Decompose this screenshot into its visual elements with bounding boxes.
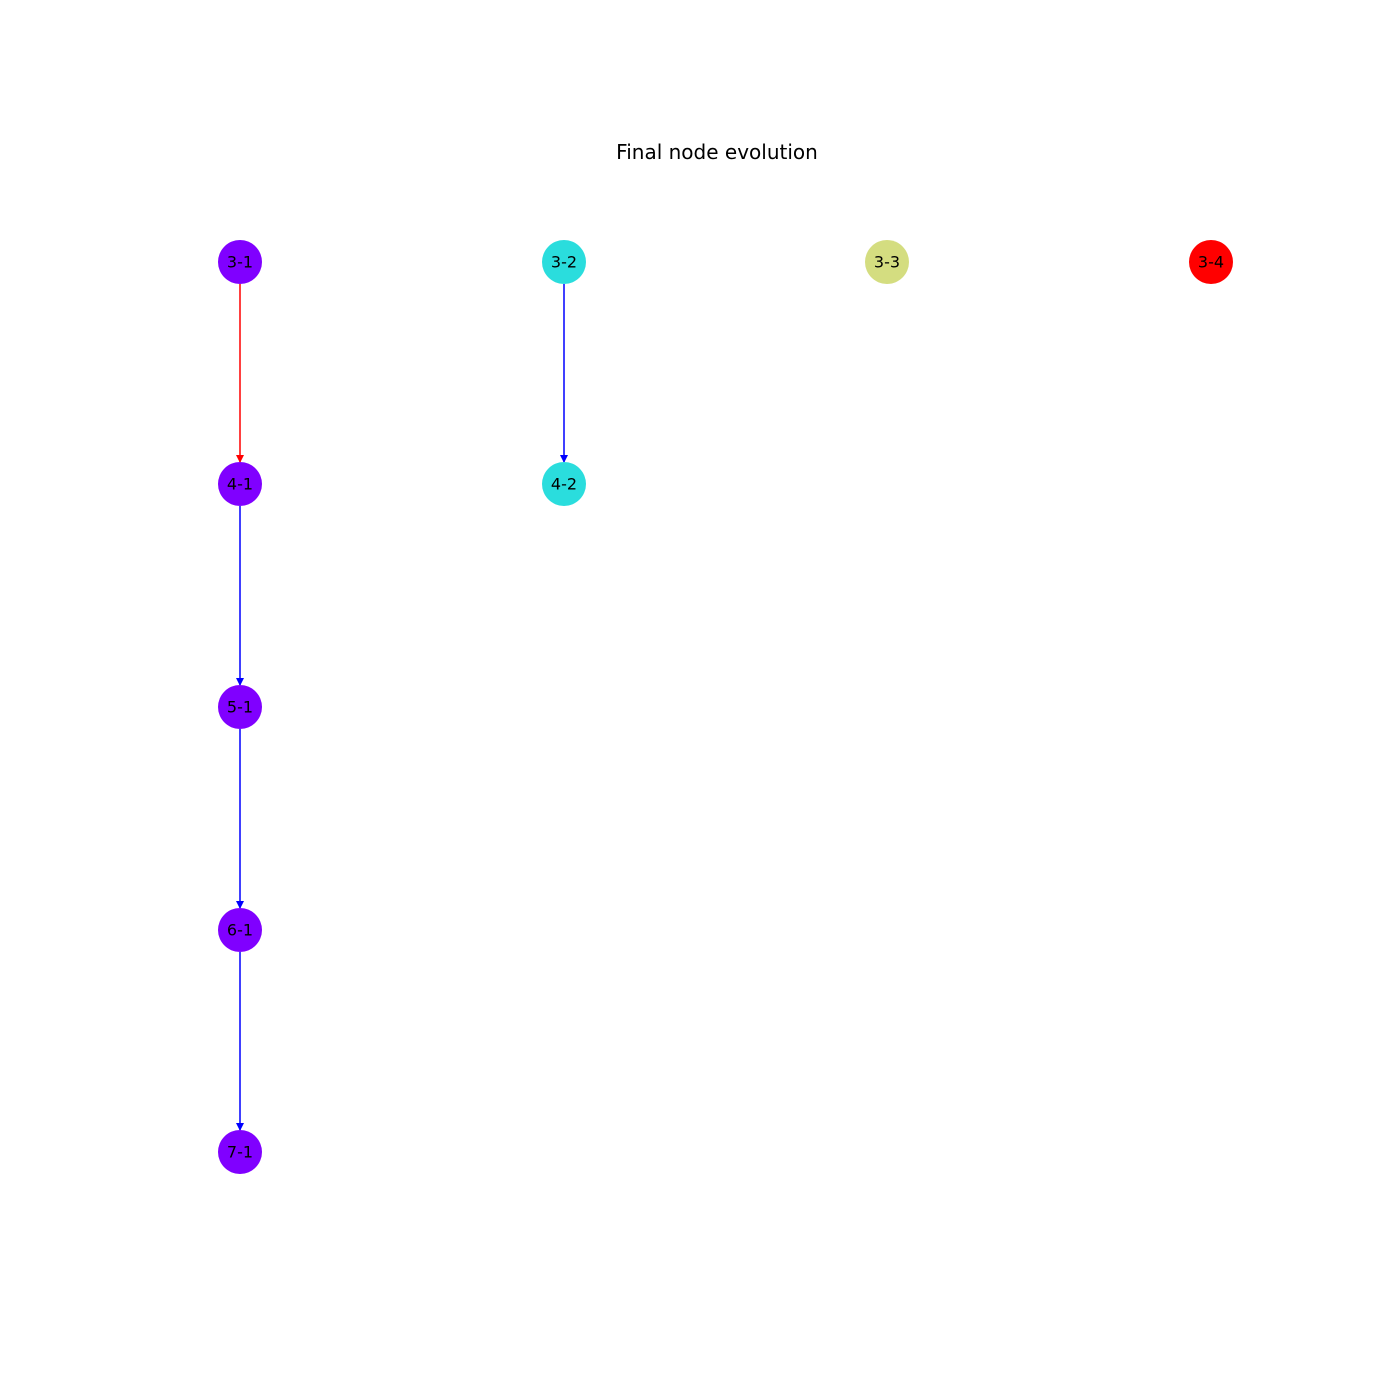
- node-circle: [218, 685, 262, 729]
- node-3-2: 3-2: [542, 240, 586, 284]
- node-4-1: 4-1: [218, 462, 262, 506]
- node-circle: [218, 240, 262, 284]
- diagram-title: Final node evolution: [616, 140, 818, 164]
- node-label: 6-1: [227, 921, 253, 940]
- node-6-1: 6-1: [218, 908, 262, 952]
- node-label: 3-2: [551, 253, 577, 272]
- node-label: 3-4: [1198, 253, 1224, 272]
- node-layer: 3-1 3-2 3-3 3-4 4-1 4-2 5-1 6-1 7-1: [218, 240, 1233, 1174]
- node-label: 3-1: [227, 253, 253, 272]
- node-circle: [865, 240, 909, 284]
- node-label: 3-3: [874, 253, 900, 272]
- node-circle: [542, 240, 586, 284]
- node-3-4: 3-4: [1189, 240, 1233, 284]
- node-circle: [542, 462, 586, 506]
- node-circle: [1189, 240, 1233, 284]
- node-circle: [218, 1130, 262, 1174]
- node-label: 7-1: [227, 1143, 253, 1162]
- node-4-2: 4-2: [542, 462, 586, 506]
- node-3-3: 3-3: [865, 240, 909, 284]
- node-label: 4-1: [227, 475, 253, 494]
- node-label: 4-2: [551, 475, 577, 494]
- node-circle: [218, 908, 262, 952]
- node-label: 5-1: [227, 698, 253, 717]
- edge-layer: [236, 284, 568, 1131]
- node-3-1: 3-1: [218, 240, 262, 284]
- node-5-1: 5-1: [218, 685, 262, 729]
- node-7-1: 7-1: [218, 1130, 262, 1174]
- node-circle: [218, 462, 262, 506]
